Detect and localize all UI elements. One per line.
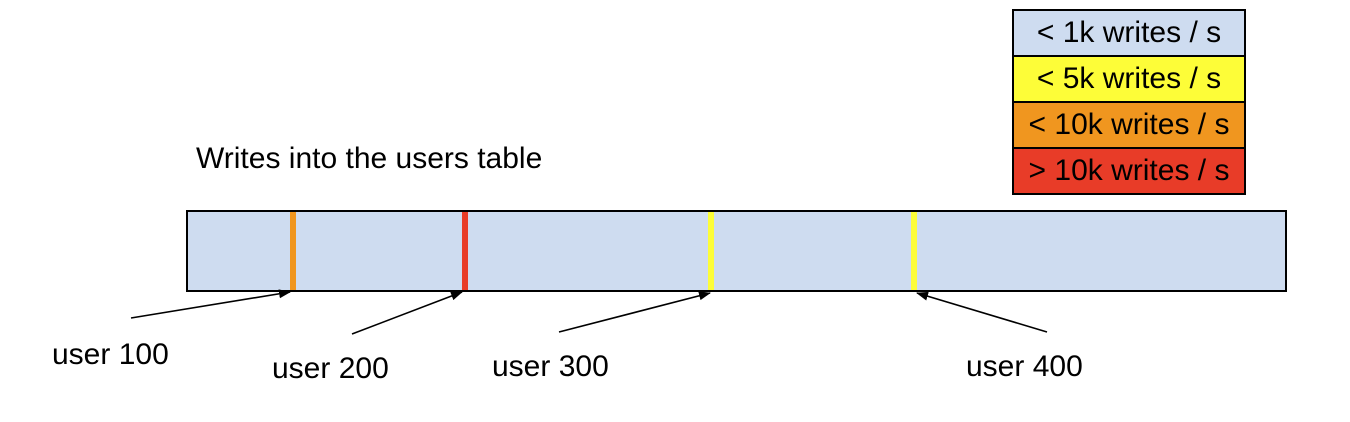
legend-item-label: < 5k writes / s <box>1036 62 1222 95</box>
annotation-arrow <box>916 291 1048 333</box>
legend-item: > 10k writes / s <box>1012 147 1246 195</box>
annotation-arrow <box>558 291 711 333</box>
write-hotspot-stripe-user-200 <box>462 212 468 290</box>
legend-item: < 1k writes / s <box>1012 9 1246 57</box>
user-label: user 100 <box>52 338 169 371</box>
write-hotspot-stripe-user-400 <box>911 212 917 290</box>
legend-item-label: > 10k writes / s <box>1028 154 1230 187</box>
annotation-arrow <box>351 291 463 335</box>
user-label: user 400 <box>966 350 1083 383</box>
diagram-title: Writes into the users table <box>196 142 543 175</box>
user-label: user 300 <box>492 350 609 383</box>
write-hotspot-stripe-user-100 <box>290 212 296 290</box>
annotation-arrow <box>130 289 291 319</box>
user-label: user 200 <box>272 352 389 385</box>
legend-item: < 5k writes / s <box>1012 55 1246 103</box>
legend-item: < 10k writes / s <box>1012 101 1246 149</box>
legend: < 1k writes / s < 5k writes / s < 10k writ… <box>1012 9 1246 195</box>
legend-item-label: < 1k writes / s <box>1036 16 1222 49</box>
write-hotspot-stripe-user-300 <box>708 212 714 290</box>
users-table-bar <box>186 210 1287 292</box>
legend-item-label: < 10k writes / s <box>1028 108 1230 141</box>
